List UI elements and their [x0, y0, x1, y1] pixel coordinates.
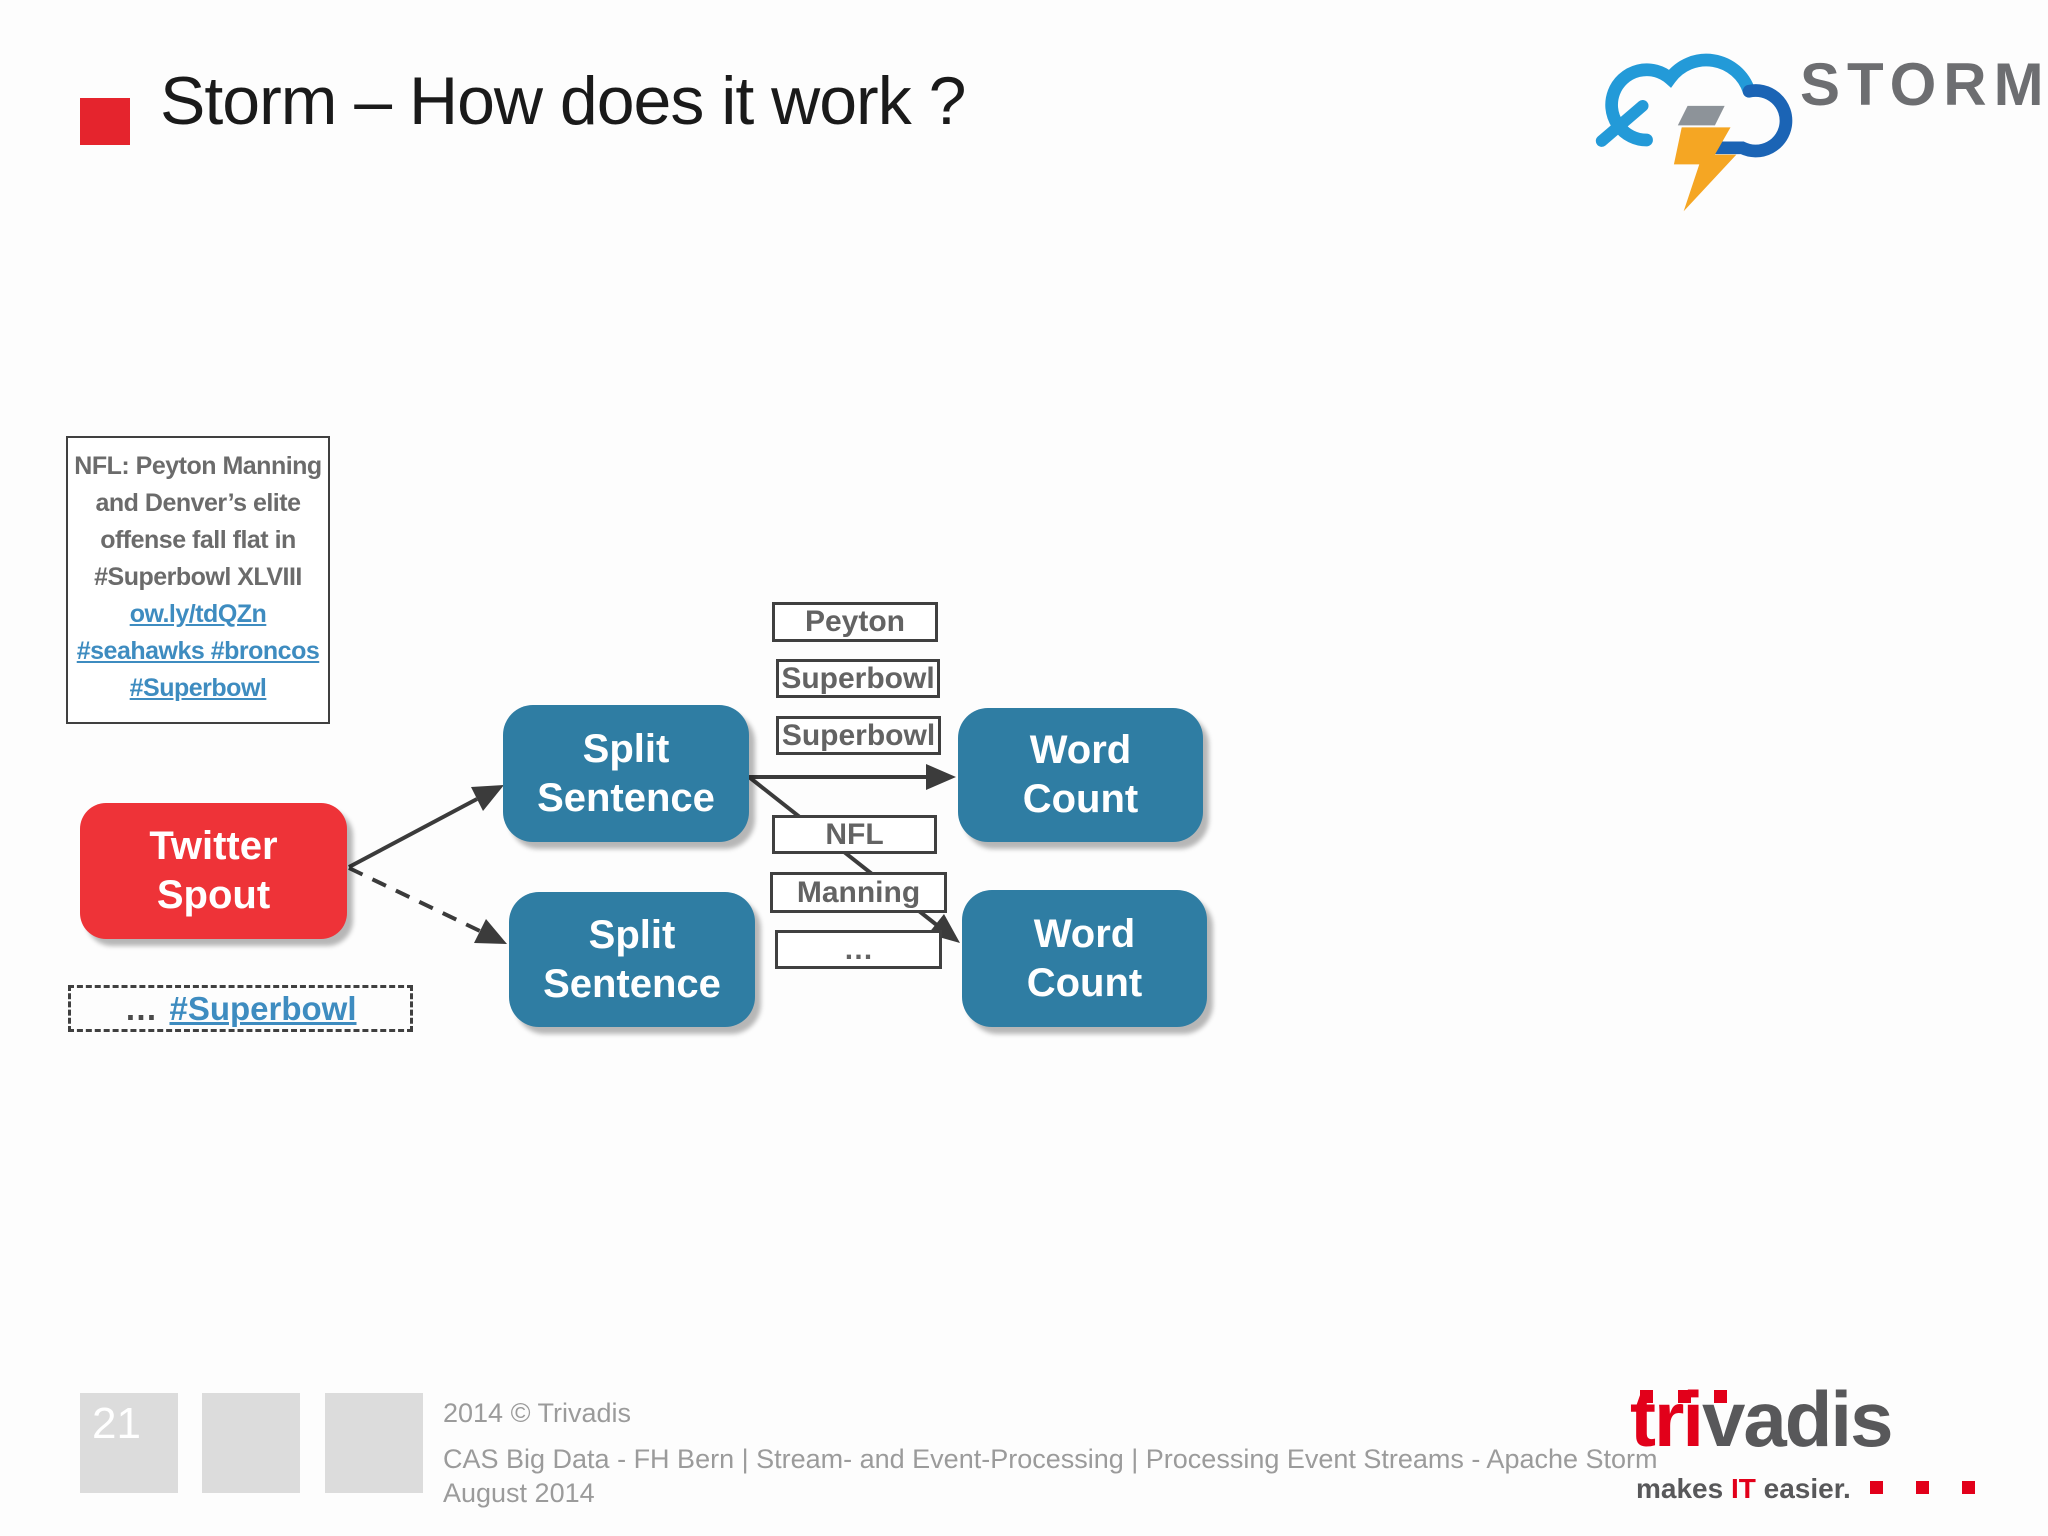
sample-tuple-box: … #Superbowl — [68, 985, 413, 1032]
storm-cloud-icon — [1595, 53, 1793, 212]
trivadis-square — [1962, 1481, 1975, 1494]
footer-block — [325, 1393, 423, 1493]
trivadis-logo-wordmark: trivadis — [1630, 1374, 1893, 1465]
word-tuple-box: Superbowl — [776, 716, 941, 755]
node-label-line: Split — [582, 726, 670, 771]
word-tuple-box: Peyton — [772, 602, 938, 642]
title-bullet-square — [80, 98, 130, 145]
tweet-hashtags-link[interactable]: #seahawks #broncos — [76, 637, 320, 665]
sample-hashtag-link[interactable]: #Superbowl — [169, 989, 357, 1027]
footer-block — [202, 1393, 300, 1493]
tweet-text-box: NFL: Peyton Manning and Denver’s elite o… — [66, 436, 330, 724]
trivadis-vadis: vadis — [1702, 1375, 1893, 1463]
word-tuple-box: … — [775, 930, 942, 969]
node-split-sentence-1: Split Sentence — [503, 705, 749, 842]
page-title: Storm – How does it work ? — [160, 63, 966, 139]
tweet-hashtag-link[interactable]: #Superbowl — [129, 674, 267, 702]
trivadis-dot — [1640, 1390, 1653, 1403]
footer-date-line: August 2014 — [443, 1478, 595, 1508]
word-tuple-box: Manning — [770, 872, 947, 913]
node-label-line: Word — [1029, 728, 1132, 772]
trivadis-tagline: makes IT easier. — [1636, 1473, 1851, 1505]
page-number: 21 — [92, 1399, 141, 1448]
trivadis-dot — [1714, 1390, 1727, 1403]
node-label-line: Split — [588, 912, 676, 957]
footer-block-page: 21 — [80, 1393, 178, 1493]
node-label-line: Word — [1033, 911, 1136, 956]
trivadis-square — [1916, 1481, 1929, 1494]
word-tuple-box: NFL — [772, 815, 937, 854]
node-label-line: Spout — [156, 873, 271, 917]
node-label-line: Sentence — [537, 775, 715, 820]
node-split-sentence-2: Split Sentence — [509, 892, 755, 1027]
tagline-easier: easier. — [1755, 1473, 1851, 1504]
node-twitter-spout: Twitter Spout — [80, 803, 347, 939]
trivadis-dot — [1678, 1390, 1691, 1403]
tagline-makes: makes — [1636, 1473, 1731, 1504]
node-word-count-2: Word Count — [962, 890, 1207, 1027]
node-label-line: Twitter — [149, 824, 278, 868]
tweet-line: and Denver’s elite — [95, 489, 301, 517]
trivadis-square — [1870, 1481, 1883, 1494]
tagline-it: IT — [1730, 1473, 1756, 1504]
word-tuple-box: Superbowl — [776, 659, 940, 698]
node-word-count-1: Word Count — [958, 708, 1203, 842]
sample-ellipsis: … — [124, 989, 158, 1027]
tweet-line: offense fall flat in — [100, 526, 296, 554]
node-label-line: Count — [1022, 777, 1139, 821]
footer-course-line: CAS Big Data - FH Bern | Stream- and Eve… — [443, 1444, 1658, 1474]
storm-logo-wordmark: STORM — [1800, 51, 2048, 118]
node-label-line: Count — [1026, 960, 1143, 1005]
footer-copyright: 2014 © Trivadis — [443, 1398, 631, 1428]
trivadis-tri: tri — [1630, 1375, 1704, 1463]
tweet-url-link[interactable]: ow.ly/tdQZn — [129, 600, 267, 628]
tweet-line: NFL: Peyton Manning — [74, 452, 322, 480]
tweet-line: #Superbowl XLVIII — [94, 563, 302, 591]
node-label-line: Sentence — [543, 961, 721, 1006]
